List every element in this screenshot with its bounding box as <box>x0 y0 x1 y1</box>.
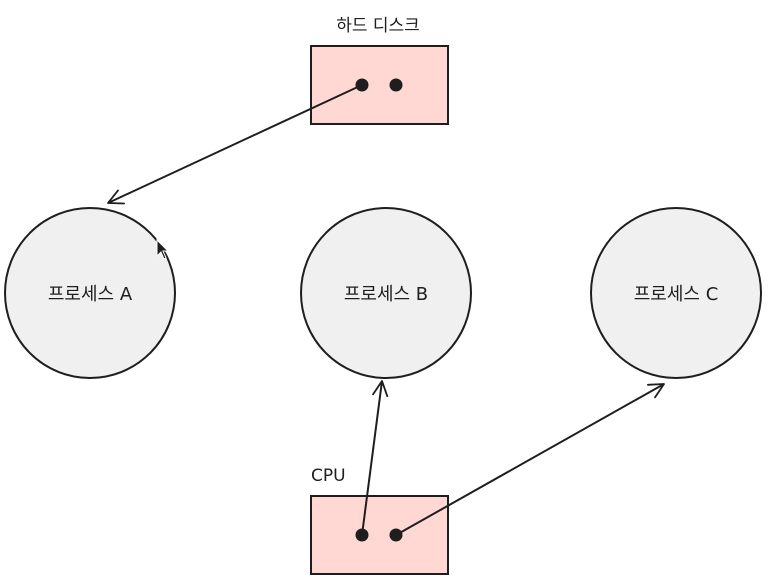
process-c-circle <box>590 207 762 379</box>
process-a-circle <box>4 207 176 379</box>
disk-label: 하드 디스크 <box>336 16 420 36</box>
process-b-label: 프로세스 B <box>344 284 428 305</box>
disk-dot-2 <box>389 78 403 92</box>
cpu-box <box>310 495 449 575</box>
cpu-label: CPU <box>311 466 346 486</box>
arrow-cpu-to-process-c <box>395 383 665 536</box>
arrow-disk-to-process-a <box>107 84 363 205</box>
arrow-cpu-to-process-b <box>361 380 389 536</box>
process-a-label: 프로세스 A <box>48 284 133 305</box>
mouse-cursor-icon <box>156 238 170 260</box>
process-b-circle <box>300 207 472 379</box>
process-c-label: 프로세스 C <box>634 284 719 305</box>
disk-box <box>310 45 449 125</box>
